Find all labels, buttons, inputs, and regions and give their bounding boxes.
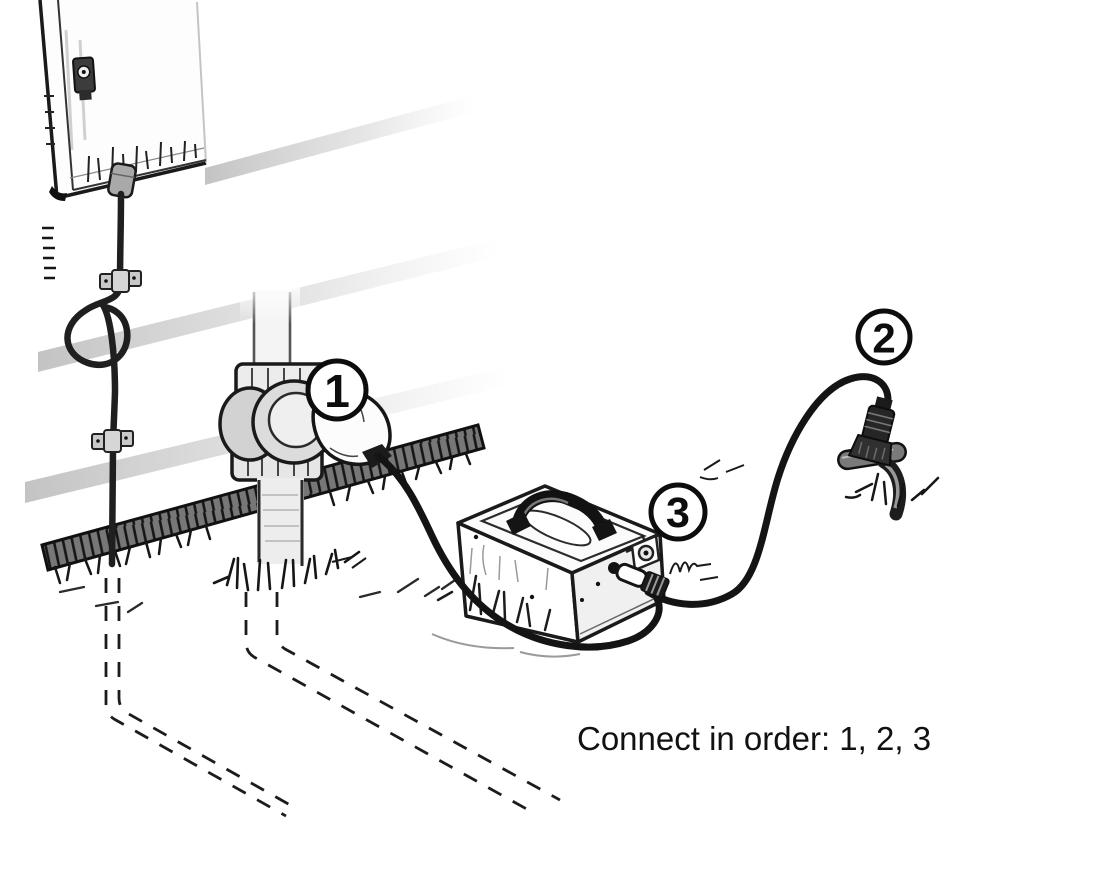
handle-highlight	[521, 497, 569, 518]
grass-scribble-right	[331, 459, 745, 581]
callout-number: 3	[666, 489, 690, 537]
side-screw	[580, 598, 584, 602]
buried-pipe-dash	[275, 592, 561, 802]
siding-shadow-band	[205, 95, 475, 185]
union-nut-facets	[247, 448, 309, 476]
lower-pipe-ticks	[262, 494, 300, 542]
front-screw	[529, 594, 535, 600]
plug-ridges	[864, 411, 894, 434]
ground-marks	[58, 576, 460, 614]
plug-collar-ridges	[645, 573, 666, 596]
handle-mount	[506, 512, 531, 535]
buried-cable-dash	[104, 578, 287, 818]
buried-cable-dash	[117, 578, 300, 812]
caption: Connect in order: 1, 2, 3	[577, 720, 931, 757]
cable-clip	[99, 269, 142, 293]
valve-to-box-cable	[374, 452, 663, 651]
controller-connector-plug	[615, 562, 670, 599]
faucet-pipe-highlight	[884, 463, 900, 509]
buried-pipe-dash	[244, 592, 533, 814]
grass-tufts-faucet	[844, 472, 940, 508]
wall-box-inner-line	[57, 0, 207, 191]
lower-pipe-edges	[257, 480, 304, 566]
plug-skirt-texture	[858, 441, 886, 460]
callout-number: 2	[872, 315, 895, 362]
callout-3: 3	[648, 482, 708, 542]
wall-box-left-edge	[38, 0, 59, 199]
front-screw	[473, 534, 479, 540]
faucet-connector-plug	[847, 396, 896, 467]
power-socket	[630, 534, 661, 572]
underground-dashed-lines	[104, 578, 561, 818]
callout-2: 2	[855, 308, 913, 366]
wall-box-right-edge	[196, 1, 207, 164]
callout-circle	[648, 482, 708, 542]
callout-number: 1	[324, 365, 350, 417]
cable-clip	[91, 429, 134, 453]
ground-faucet	[837, 396, 940, 521]
wall-control-cable	[64, 190, 142, 568]
wall-corner-ticks	[42, 226, 56, 280]
wall-box-corner-blob	[49, 186, 67, 201]
callout-1: 1	[305, 358, 369, 422]
front-face-shading	[469, 544, 549, 591]
handle-grip	[512, 490, 608, 538]
pipe-fade	[240, 278, 300, 324]
grass-tufts-wall-base	[53, 452, 472, 585]
lower-pipe	[257, 478, 304, 564]
right-face-edge-line	[579, 595, 661, 635]
latch-icon	[72, 56, 96, 101]
grass-tufts-pipe-base	[212, 548, 361, 592]
plug-skirt	[847, 433, 893, 467]
carry-handle	[506, 490, 617, 547]
wall-cable	[64, 190, 131, 568]
box-ground-shading	[431, 633, 581, 658]
callout-circle	[855, 308, 913, 366]
callout-circle	[305, 358, 369, 422]
handle-mount	[592, 519, 617, 541]
side-screw	[595, 581, 601, 587]
wall-mounted-control-box	[38, 0, 207, 280]
portable-controller-box	[331, 459, 745, 658]
